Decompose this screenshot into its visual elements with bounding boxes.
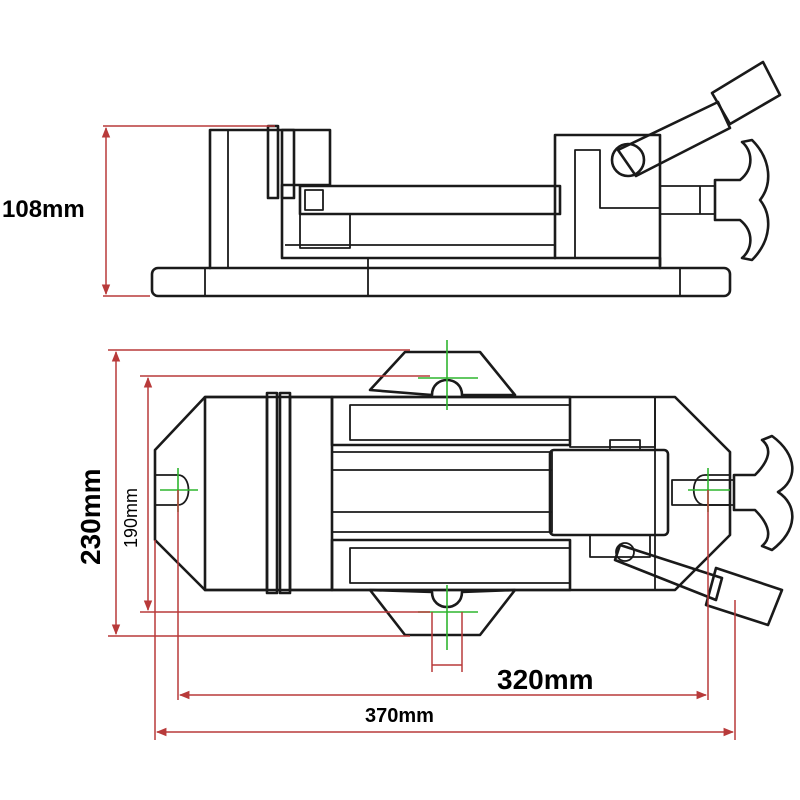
dimension-slot-spacing (177, 490, 709, 700)
outer-width-label: 230mm (75, 468, 106, 565)
top-mounting-ear-top (368, 350, 517, 397)
dimension-slot-width (431, 612, 463, 672)
top-view (153, 350, 794, 637)
side-base-plate (150, 266, 732, 298)
dimension-inner-width (140, 375, 430, 613)
dimension-outer-width (108, 349, 410, 637)
side-lever-handle (710, 60, 782, 126)
side-lever-arm (616, 100, 732, 178)
side-rail (298, 184, 562, 216)
center-marks (160, 340, 730, 650)
slot-spacing-label: 320mm (497, 664, 594, 695)
top-t-handle (732, 434, 794, 552)
side-jaw-plate (266, 124, 280, 200)
top-mounting-ear-bottom (368, 588, 517, 637)
top-lever-arm (613, 543, 724, 602)
top-base-outline (153, 395, 732, 592)
inner-width-label: 190mm (121, 488, 141, 548)
top-movable-jaw (548, 448, 670, 537)
dimension-total-length (154, 540, 736, 740)
side-view (150, 60, 782, 298)
side-t-handle (713, 138, 770, 262)
top-fixed-jaw (203, 395, 269, 592)
top-lever-handle (704, 566, 784, 627)
side-pivot-icon (610, 142, 646, 178)
height-label: 108mm (2, 196, 85, 223)
total-length-label: 370mm (365, 705, 434, 727)
dimension-height (101, 125, 275, 297)
